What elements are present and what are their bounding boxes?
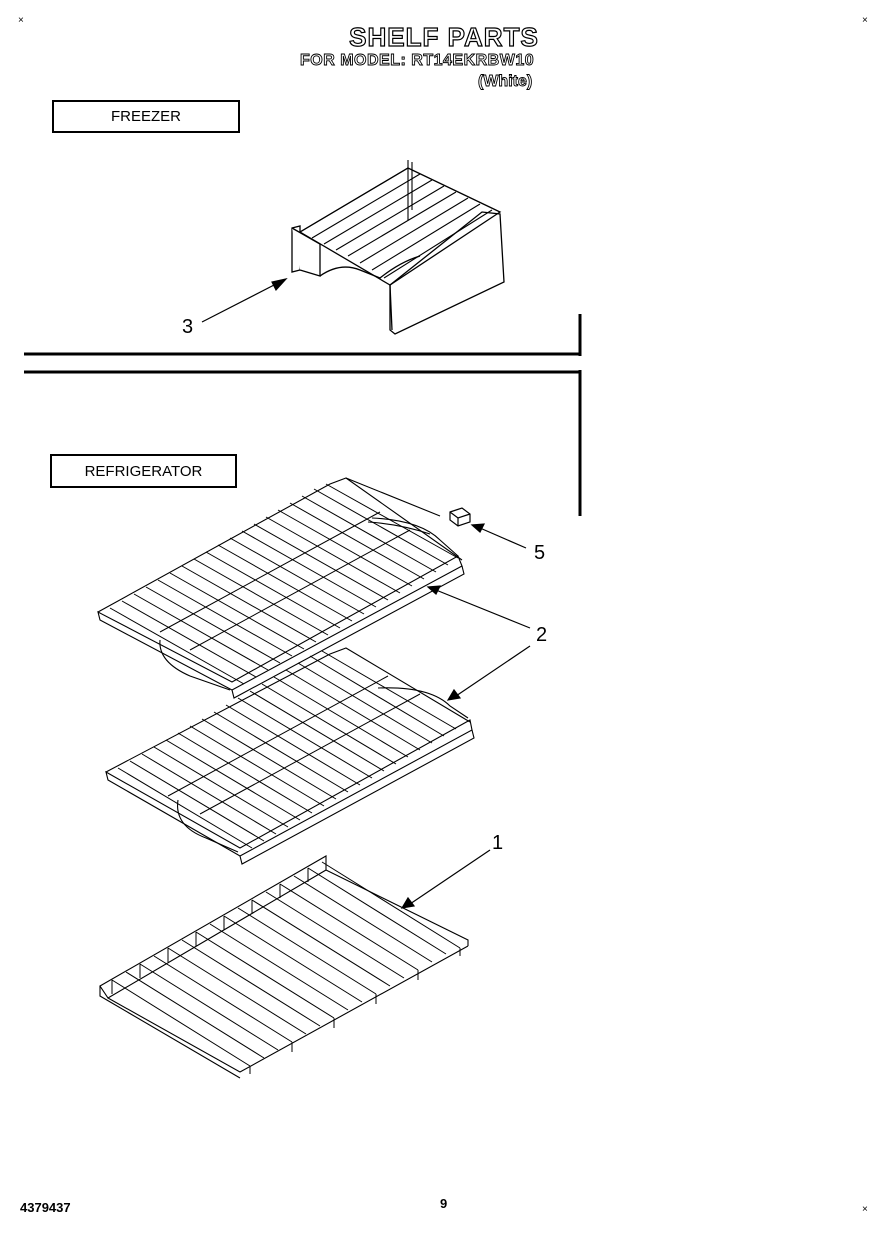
- refrigerator-shelf-lower: [105, 647, 475, 865]
- shelf-bracket: [449, 507, 471, 527]
- freezer-shelf: [291, 160, 505, 335]
- callout-crisper-rack: 1: [492, 832, 504, 854]
- model-variant: (White): [478, 73, 533, 91]
- refrigerator-shelf-upper: [97, 477, 465, 699]
- document-number: 4379437: [20, 1200, 71, 1215]
- freezer-divider: [24, 314, 582, 356]
- freezer-label: FREEZER: [52, 100, 240, 133]
- leader-lines: [201, 278, 531, 909]
- refrigerator-label: REFRIGERATOR: [50, 454, 237, 488]
- callout-refrigerator-shelf: 2: [536, 624, 548, 646]
- corner-mark-top-left: ×: [18, 15, 24, 26]
- page-title: SHELF PARTS: [349, 21, 539, 52]
- refrigerator-divider: [24, 370, 582, 516]
- corner-mark-top-right: ×: [862, 15, 868, 26]
- model-line: FOR MODEL: RT14EKRBW10: [300, 52, 535, 70]
- page-number: 9: [440, 1196, 448, 1211]
- callout-freezer-shelf: 3: [182, 316, 194, 338]
- corner-mark-bottom-right: ×: [862, 1204, 868, 1215]
- crisper-rack: [99, 855, 469, 1079]
- callout-shelf-bracket: 5: [534, 542, 546, 564]
